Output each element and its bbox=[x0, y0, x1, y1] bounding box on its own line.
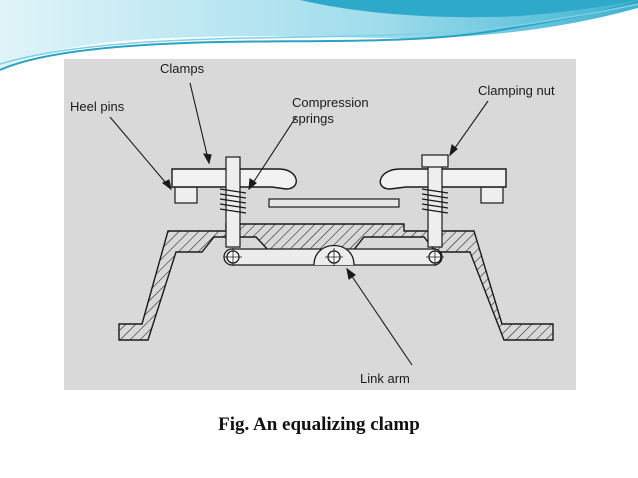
workpiece bbox=[268, 198, 400, 208]
label-clamps: Clamps bbox=[160, 61, 205, 76]
compression-spring-right bbox=[421, 188, 449, 214]
label-link-arm: Link arm bbox=[360, 371, 410, 386]
label-heel-pins: Heel pins bbox=[70, 99, 125, 114]
clamp-right bbox=[379, 168, 507, 190]
label-clamping-nut: Clamping nut bbox=[478, 83, 555, 98]
heel-pin-right bbox=[480, 186, 504, 204]
equalizing-clamp-drawing bbox=[109, 82, 554, 366]
heel-pin-left bbox=[174, 186, 198, 204]
leader-lines bbox=[109, 82, 489, 366]
label-compression-springs-line1: Compression bbox=[292, 95, 369, 110]
compression-spring-left bbox=[219, 188, 247, 214]
fixture-body bbox=[118, 223, 554, 341]
figure-panel: Clamps Heel pins Compression springs Cla… bbox=[64, 59, 576, 390]
label-compression-springs-line2: springs bbox=[292, 111, 334, 126]
figure-caption: Fig. An equalizing clamp bbox=[218, 414, 420, 435]
decorative-wave-banner bbox=[0, 0, 638, 71]
clamping-nut bbox=[421, 154, 449, 168]
